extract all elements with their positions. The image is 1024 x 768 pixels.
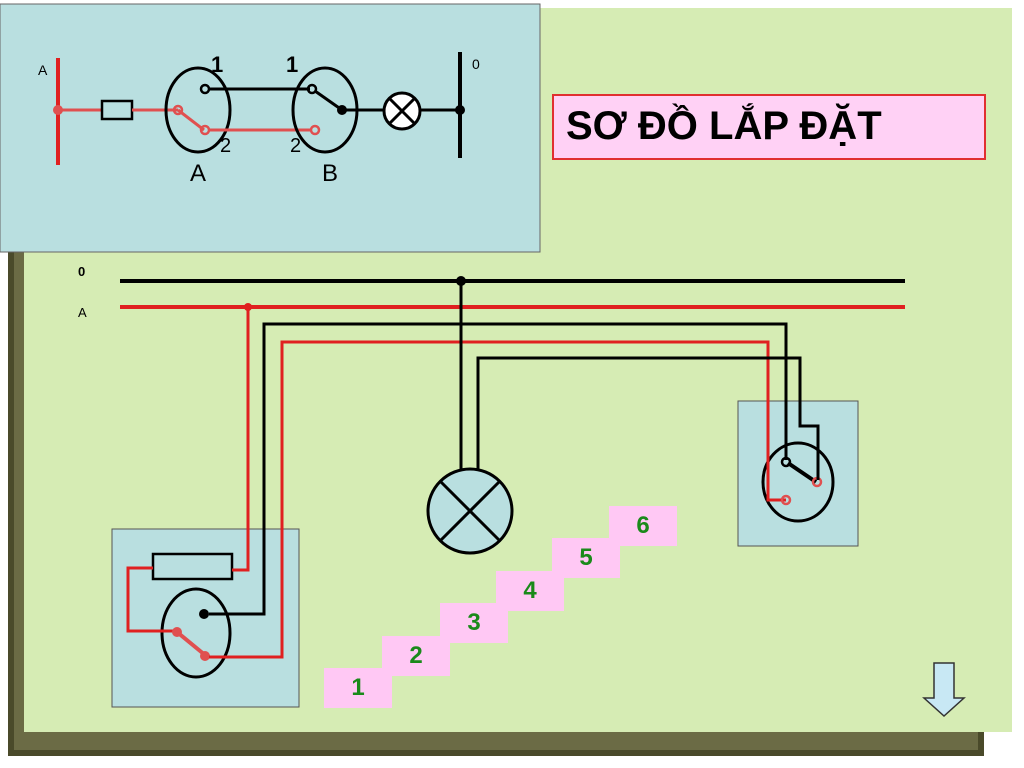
terminal-label: 1	[286, 52, 299, 77]
switch-b-terminal-2	[309, 124, 321, 136]
terminal-label: 2	[290, 135, 302, 157]
schematic-label-a: A	[38, 62, 48, 78]
switch-b-terminal-2	[780, 494, 792, 506]
rail-label-a: A	[78, 305, 87, 320]
switch-a-lever	[177, 108, 205, 132]
phase-to-switch-wire	[126, 566, 176, 633]
title-box: SƠ ĐỒ LẮP ĐẶT	[552, 94, 986, 160]
schematic-box	[0, 3, 541, 253]
switch-b-lever	[314, 89, 343, 112]
phase-drop-wire	[232, 307, 250, 572]
rail-label-zero: 0	[78, 264, 86, 279]
step-2[interactable]: 2	[382, 636, 450, 676]
step-label: 2	[409, 642, 423, 669]
switch-b-label: B	[322, 160, 339, 187]
page-title: SƠ ĐỒ LẮP ĐẶT	[566, 104, 882, 148]
lamp-cross	[388, 97, 416, 125]
step-label: 1	[351, 674, 365, 701]
schematic-node	[455, 105, 465, 115]
step-label: 5	[579, 544, 593, 571]
step-label: 6	[636, 512, 650, 539]
switch-b-lever	[786, 461, 818, 484]
traveler-wire-1	[209, 322, 788, 616]
lamp-cross	[438, 479, 502, 543]
step-label: 3	[467, 609, 481, 636]
traveler-wire-2	[209, 340, 786, 659]
step-6[interactable]: 6	[609, 506, 677, 546]
switch-b-terminal-1	[306, 83, 318, 95]
switch-a-contact	[172, 104, 184, 116]
switch-a-terminal-1	[199, 609, 209, 619]
step-1[interactable]: 1	[324, 668, 392, 708]
switch-a-lever	[175, 630, 207, 657]
switch-a-label: A	[190, 160, 207, 187]
step-label: 4	[523, 577, 537, 604]
schematic-label-zero: 0	[472, 56, 480, 72]
terminal-label: 1	[211, 52, 224, 77]
down-arrow-icon[interactable]	[922, 662, 966, 718]
switch-icon	[160, 587, 232, 679]
switch-icon	[761, 441, 835, 523]
switch-box-b	[737, 400, 859, 547]
switch-a-terminal-2	[200, 651, 210, 661]
switch-icon	[164, 66, 232, 154]
step-5[interactable]: 5	[552, 538, 620, 578]
schematic-node	[53, 105, 63, 115]
terminal-label: 2	[220, 135, 232, 157]
lamp-feed-wire	[476, 356, 820, 480]
